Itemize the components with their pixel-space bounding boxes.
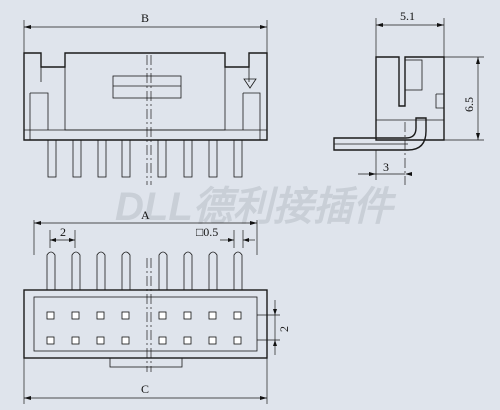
- dim-b-label: B: [141, 11, 149, 25]
- dim-pitch-x-label: 2: [60, 225, 66, 239]
- dim-5-1-label: 5.1: [400, 9, 415, 23]
- pin-grid: [46, 311, 242, 345]
- bottom-pins: [46, 251, 243, 290]
- side-view: 5.1 3 6.5: [333, 9, 484, 185]
- front-view: B: [23, 11, 268, 185]
- dim-pitch-y-label: 2: [277, 326, 291, 332]
- dim-pin-size-label: □0.5: [196, 225, 218, 239]
- bottom-view: A 2 □0.5: [23, 208, 291, 404]
- watermark: DLL德利接插件: [115, 185, 397, 229]
- pin1-mark-icon: [243, 78, 257, 89]
- front-pins: [47, 139, 243, 178]
- dim-a-label: A: [141, 208, 150, 222]
- dim-6-5-label: 6.5: [462, 97, 476, 112]
- dim-c-label: C: [141, 382, 149, 396]
- dim-3-label: 3: [383, 160, 389, 174]
